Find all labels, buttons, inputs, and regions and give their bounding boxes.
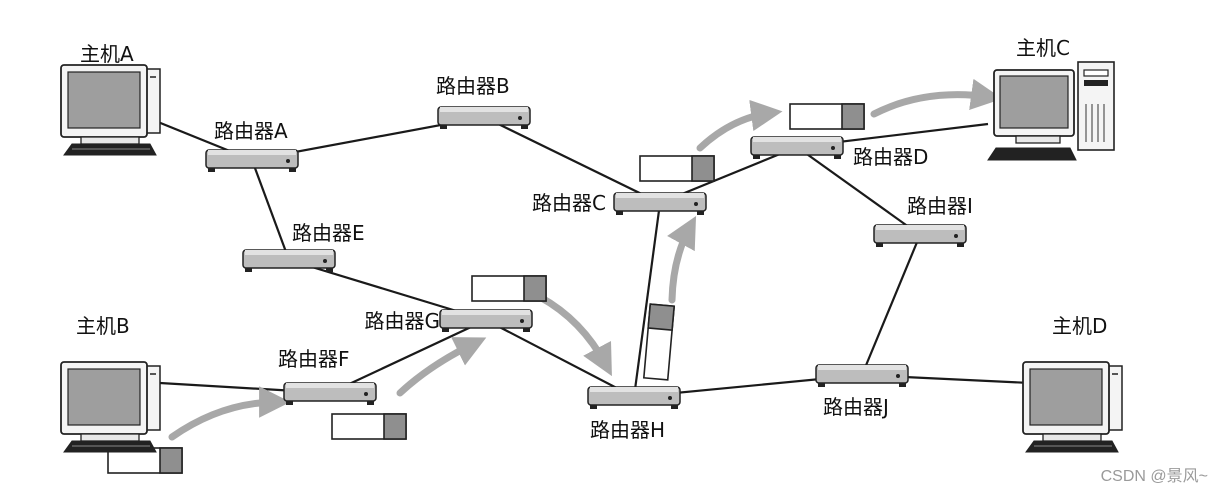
host-c-label: 主机C	[1016, 36, 1070, 60]
link-routerD-routerI	[796, 146, 921, 236]
router-j-label: 路由器J	[823, 395, 889, 419]
packet-near-router-g	[471, 275, 547, 302]
packet-arrow-D-HC	[870, 78, 1003, 118]
router-d	[750, 136, 844, 159]
host-d-label: 主机D	[1052, 314, 1107, 338]
packet-header	[691, 155, 715, 182]
packet-arrow-H-C	[667, 215, 697, 304]
tower-case	[1077, 61, 1115, 151]
host-a-label: 主机A	[80, 42, 134, 66]
router-g	[439, 309, 533, 332]
router-a-label: 路由器A	[214, 119, 288, 143]
link-routerI-routerJ	[860, 234, 922, 376]
router-b	[437, 106, 531, 129]
router-f-label: 路由器F	[278, 347, 350, 371]
devices-layer	[60, 61, 1123, 453]
monitor-screen	[67, 368, 141, 426]
packet-near-router-d	[789, 103, 865, 130]
router-f	[283, 382, 377, 405]
packet-near-router-h	[642, 303, 676, 381]
host-a-computer-icon	[60, 64, 161, 156]
link-routerA-routerE	[250, 159, 291, 261]
host-d-computer-icon	[1022, 361, 1123, 453]
router-c	[613, 192, 707, 215]
packet-arrow-C-D	[696, 99, 783, 152]
host-b-label: 主机B	[76, 314, 130, 338]
link-routerF-routerG	[329, 319, 487, 394]
link-routerG-routerH	[485, 319, 635, 398]
packet-near-router-c	[639, 155, 715, 182]
packets-layer	[107, 103, 865, 474]
router-g-label: 路由器G	[365, 309, 441, 333]
router-e	[242, 249, 336, 272]
link-routerC-routerH	[632, 202, 662, 398]
packet-arrow-B-F	[168, 386, 291, 441]
router-h-label: 路由器H	[590, 418, 665, 442]
router-d-label: 路由器D	[853, 145, 928, 169]
router-a	[205, 149, 299, 172]
monitor-screen	[1029, 368, 1103, 426]
packet-header	[523, 275, 547, 302]
packet-arrows-layer	[168, 78, 1003, 441]
packet-header	[647, 303, 676, 331]
router-c-label: 路由器C	[532, 191, 606, 215]
packet-arrow-F-G	[396, 337, 487, 397]
host-b-computer-icon	[60, 361, 161, 453]
link-routerB-routerC	[483, 116, 661, 204]
packet-header	[841, 103, 865, 130]
host-c-computer-icon	[987, 61, 1115, 161]
watermark: CSDN @景风~	[1101, 468, 1208, 485]
router-j	[815, 364, 909, 387]
keyboard	[987, 147, 1077, 161]
packet-header	[159, 447, 183, 474]
monitor-screen	[67, 71, 141, 129]
packet-header	[383, 413, 407, 440]
router-i-label: 路由器I	[907, 194, 973, 218]
router-b-label: 路由器B	[436, 74, 510, 98]
router-e-label: 路由器E	[292, 221, 365, 245]
router-i	[873, 224, 967, 247]
packet-near-router-f	[331, 413, 407, 440]
monitor-screen	[999, 75, 1069, 129]
packet-arrow-G-H	[536, 293, 612, 377]
router-h	[587, 386, 681, 409]
labels-layer: 路由器A 路由器B 路由器C 路由器D 路由器E 路由器F 路由器G 路由器H 路由器I 路由器J…	[76, 36, 1107, 442]
